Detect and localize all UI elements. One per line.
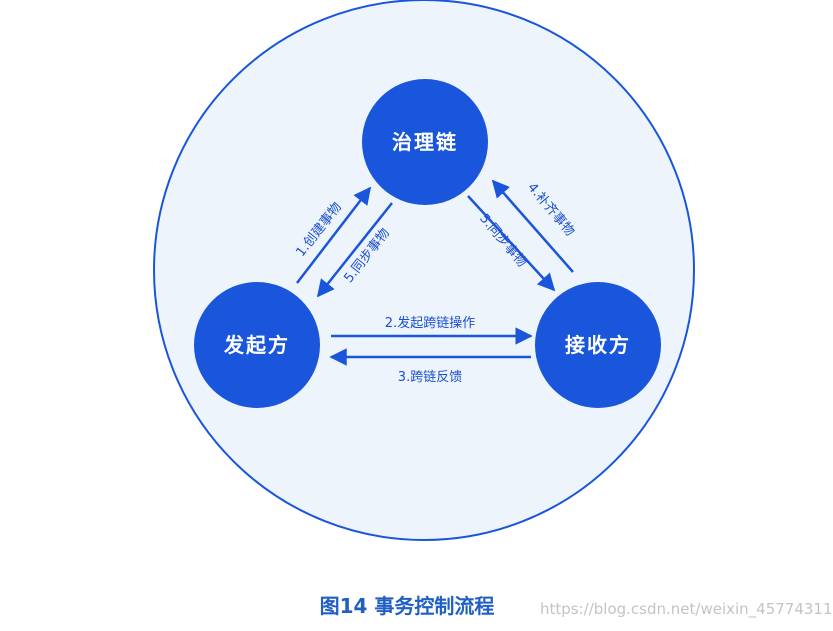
node-governance-label: 治理链 (392, 130, 458, 154)
arrow-create (296, 186, 372, 284)
figure-caption: 图14 事务控制流程 (319, 594, 495, 618)
label-feedback: 3.跨链反馈 (398, 370, 462, 385)
arrow-sync-right (467, 195, 556, 292)
watermark: https://blog.csdn.net/weixin_45774311 (540, 600, 833, 618)
flow-diagram: 治理链 发起方 接收方 1.创建事物 5.同步事物 4.补齐事物 5.同步事物 … (153, 0, 695, 541)
node-receiver-label: 接收方 (565, 333, 631, 357)
outer-circle (153, 0, 695, 541)
node-initiator-label: 发起方 (223, 333, 290, 357)
arrow-complete (491, 179, 574, 273)
arrow-sync-left (316, 202, 393, 298)
label-initiate: 2.发起跨链操作 (385, 315, 475, 331)
node-governance: 治理链 (362, 79, 488, 205)
node-receiver: 接收方 (535, 282, 661, 408)
node-initiator: 发起方 (194, 282, 320, 408)
